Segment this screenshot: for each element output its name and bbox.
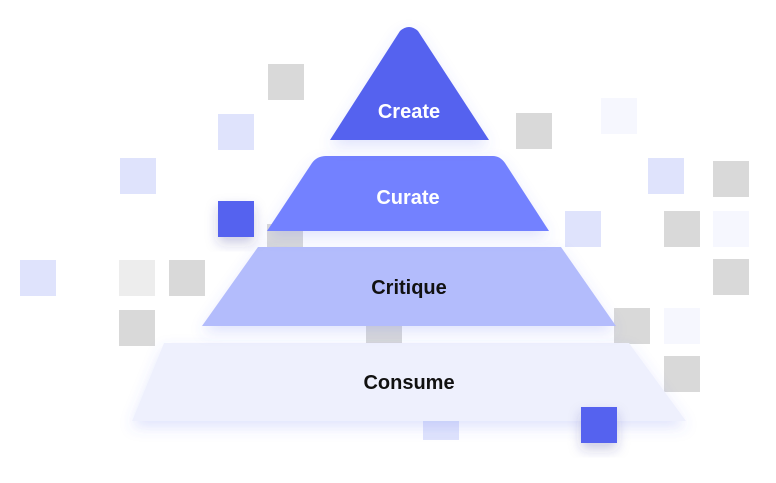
- grey-square: [169, 260, 205, 296]
- grey-square: [713, 161, 749, 197]
- lavender-square: [565, 211, 601, 247]
- light-grey-square: [119, 260, 155, 296]
- grey-square: [713, 259, 749, 295]
- grey-square: [664, 211, 700, 247]
- grey-square: [119, 310, 155, 346]
- pyramid-level-create: [330, 27, 489, 140]
- label-curate: Curate: [376, 187, 439, 209]
- grey-square: [614, 308, 650, 344]
- label-create: Create: [378, 101, 440, 123]
- grey-square: [664, 356, 700, 392]
- pyramid-level-critique: [202, 247, 616, 326]
- label-critique: Critique: [371, 277, 447, 299]
- lavender-square: [20, 260, 56, 296]
- accent-square: [218, 201, 254, 237]
- accent-square: [581, 407, 617, 443]
- faint-square: [713, 211, 749, 247]
- lavender-square: [648, 158, 684, 194]
- faint-square: [664, 308, 700, 344]
- pyramid-level-consume: [132, 343, 686, 421]
- lavender-square: [120, 158, 156, 194]
- grey-square: [516, 113, 552, 149]
- lavender-square: [218, 114, 254, 150]
- grey-square: [268, 64, 304, 100]
- faint-square: [601, 98, 637, 134]
- label-consume: Consume: [363, 372, 454, 394]
- pyramid-level-curate: [267, 156, 549, 231]
